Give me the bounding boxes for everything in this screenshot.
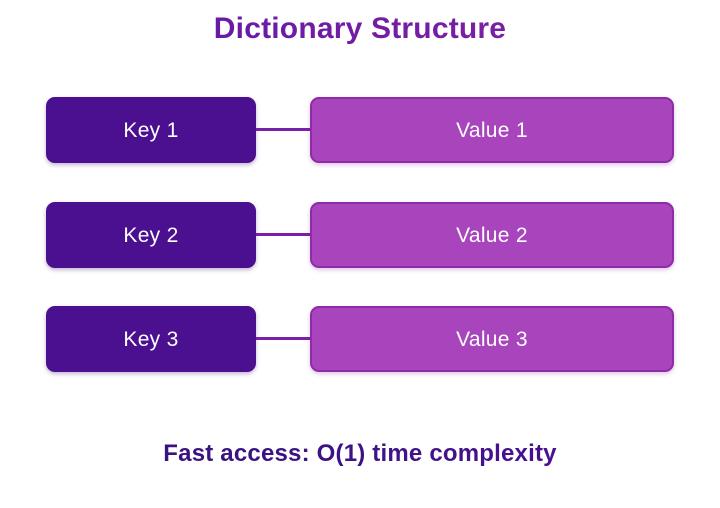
- key-value-row: Key 3 Value 3: [0, 306, 720, 372]
- footer-caption: Fast access: O(1) time complexity: [0, 440, 720, 468]
- key-box[interactable]: Key 3: [46, 306, 256, 372]
- page-title: Dictionary Structure: [0, 12, 720, 46]
- key-label: Key 1: [123, 118, 179, 142]
- value-label: Value 3: [456, 327, 528, 351]
- value-box[interactable]: Value 2: [310, 202, 674, 268]
- key-label: Key 2: [123, 223, 179, 247]
- key-value-connector-line: [256, 337, 312, 340]
- value-box[interactable]: Value 3: [310, 306, 674, 372]
- value-label: Value 1: [456, 118, 528, 142]
- key-box[interactable]: Key 1: [46, 97, 256, 163]
- key-value-connector-line: [256, 128, 312, 131]
- value-label: Value 2: [456, 223, 528, 247]
- key-value-connector-line: [256, 233, 312, 236]
- key-value-row: Key 1 Value 1: [0, 97, 720, 163]
- key-box[interactable]: Key 2: [46, 202, 256, 268]
- key-value-row: Key 2 Value 2: [0, 202, 720, 268]
- key-label: Key 3: [123, 327, 179, 351]
- value-box[interactable]: Value 1: [310, 97, 674, 163]
